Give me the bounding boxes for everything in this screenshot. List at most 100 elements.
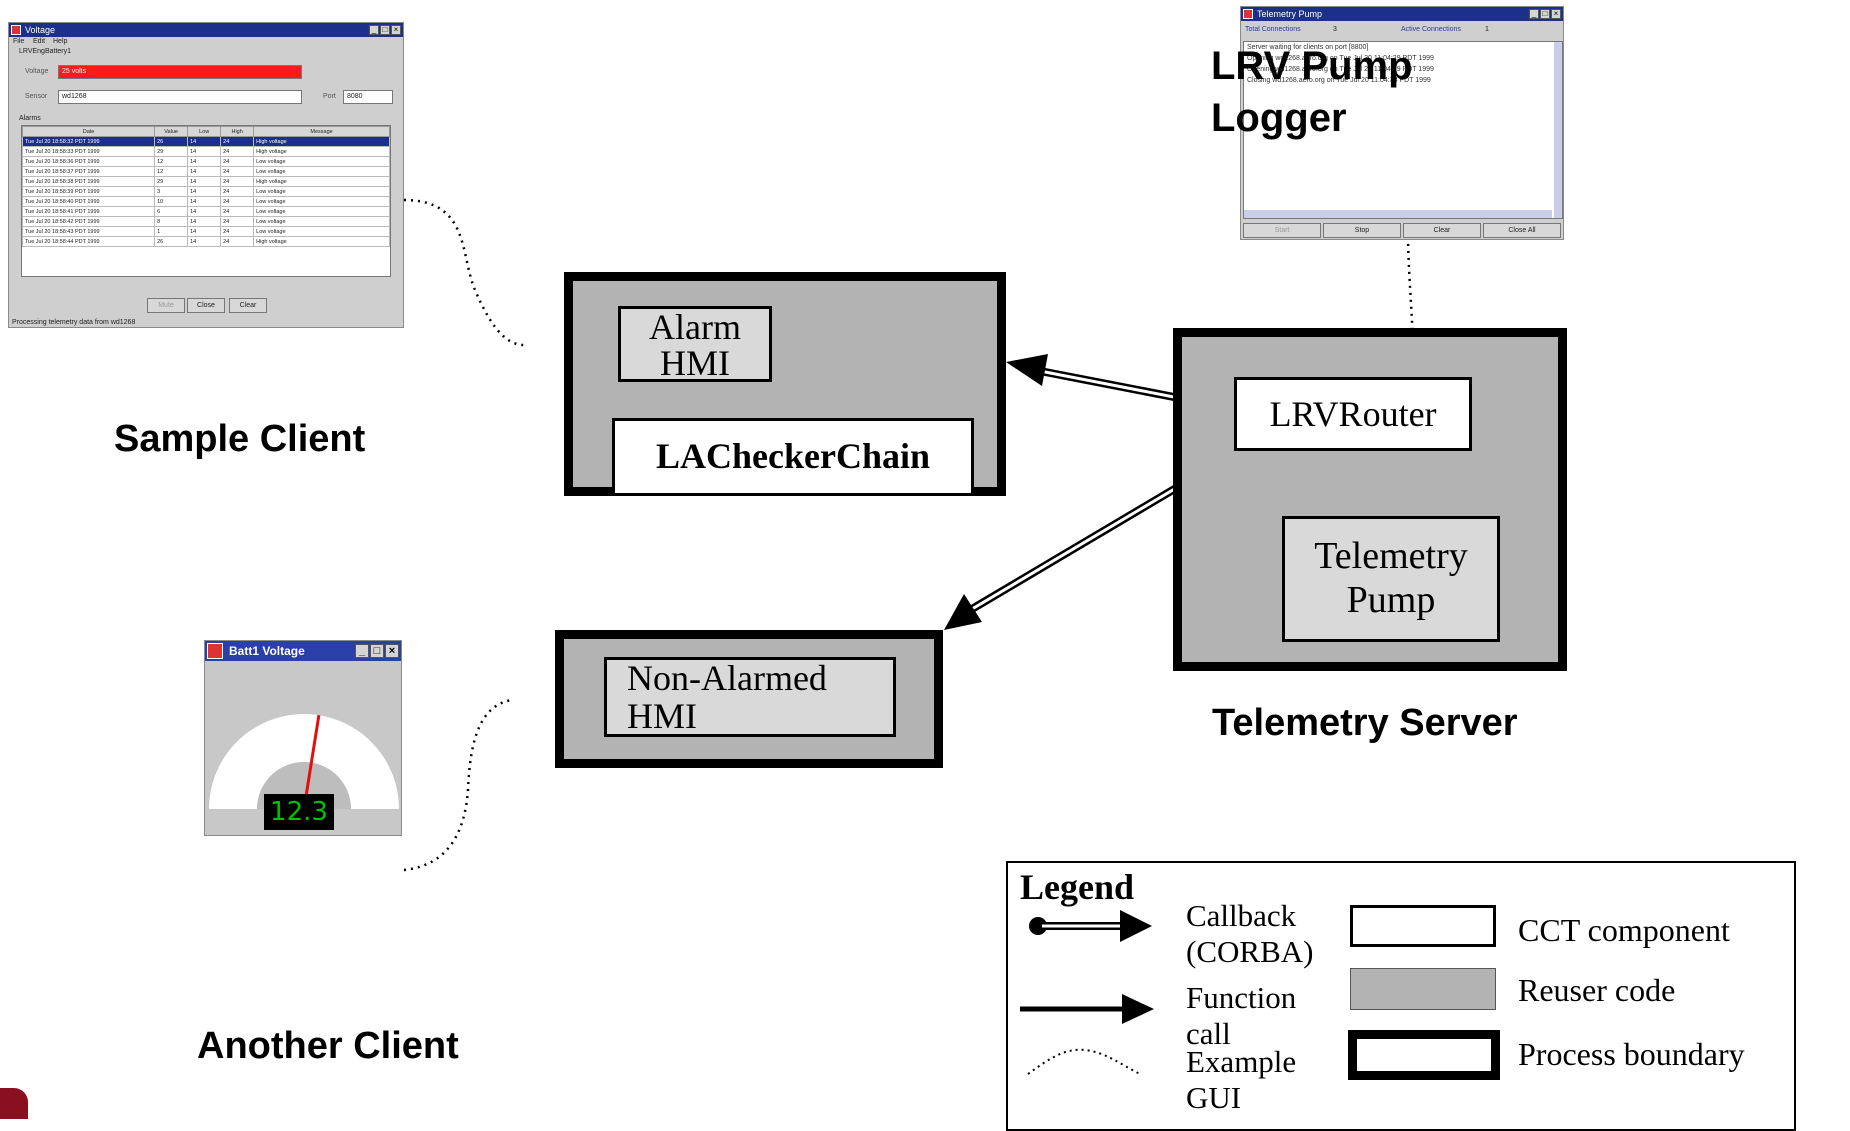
table-cell: 8: [154, 216, 189, 227]
table-cell: 14: [187, 136, 222, 147]
table-cell: Tue Jul 20 18:58:44 PDT 1999: [22, 236, 156, 247]
pump-window-titlebar[interactable]: Telemetry Pump _ □ ×: [1241, 7, 1563, 21]
active-connections-label: Active Connections: [1401, 26, 1461, 33]
example-gui-link: [403, 698, 513, 872]
menu-help[interactable]: Help: [53, 38, 68, 45]
table-cell: 24: [220, 216, 255, 227]
clear-button[interactable]: Clear: [1403, 223, 1481, 238]
alarm-hmi-label-2: HMI: [660, 343, 730, 383]
table-cell: 12: [154, 166, 189, 177]
minimize-icon[interactable]: _: [355, 644, 369, 658]
column-low[interactable]: Low: [187, 126, 222, 137]
example-gui-link: [403, 198, 525, 347]
app-icon: [207, 643, 223, 659]
legend-example-line2: GUI: [1186, 1080, 1242, 1115]
table-cell: 29: [154, 146, 189, 157]
alarm-hmi-component[interactable]: Alarm HMI: [618, 306, 772, 382]
legend-cct-swatch: [1350, 905, 1496, 947]
app-icon: [1243, 9, 1253, 19]
alarms-table[interactable]: Date Value Low High Message Tue Jul 20 1…: [21, 125, 391, 277]
pump-logger-caption-line1: LRV Pump: [1211, 44, 1413, 88]
column-high[interactable]: High: [220, 126, 255, 137]
port-field[interactable]: 8080: [343, 90, 393, 104]
table-cell: 24: [220, 136, 255, 147]
column-value[interactable]: Value: [154, 126, 189, 137]
lachecker-chain-label: LACheckerChain: [655, 436, 930, 476]
stop-button[interactable]: Stop: [1323, 223, 1401, 238]
minimize-icon[interactable]: _: [1529, 9, 1539, 19]
pump-log-area[interactable]: Server waiting for clients on port [8800…: [1243, 41, 1563, 219]
column-date[interactable]: Date: [22, 126, 156, 137]
table-cell: Low voltage: [253, 196, 390, 207]
table-cell: 3: [154, 186, 189, 197]
clear-button[interactable]: Clear: [229, 298, 267, 313]
table-cell: 24: [220, 156, 255, 167]
table-cell: 14: [187, 166, 222, 177]
legend-reuser-label: Reuser code: [1518, 972, 1676, 1008]
table-cell: 24: [220, 146, 255, 157]
table-cell: 6: [154, 206, 189, 217]
table-cell: 24: [220, 196, 255, 207]
total-connections-value: 3: [1333, 26, 1337, 33]
table-cell: High voltage: [253, 136, 390, 147]
close-icon[interactable]: ×: [1551, 9, 1561, 19]
column-message[interactable]: Message: [253, 126, 390, 137]
close-icon[interactable]: ×: [385, 644, 399, 658]
close-icon[interactable]: ×: [391, 25, 401, 35]
legend-function-line2: call: [1186, 1016, 1231, 1051]
sensor-field[interactable]: wd1268: [58, 90, 302, 104]
voltage-window-titlebar[interactable]: Voltage _ □ ×: [9, 23, 403, 37]
alarms-label: Alarms: [19, 115, 41, 122]
maximize-icon[interactable]: □: [370, 644, 384, 658]
non-alarmed-hmi-component[interactable]: Non-Alarmed HMI: [604, 657, 896, 737]
non-alarmed-hmi-label: Non-Alarmed: [627, 658, 827, 698]
close-all-button[interactable]: Close All: [1483, 223, 1561, 238]
lachecker-chain-component[interactable]: LACheckerChain: [612, 418, 974, 496]
table-cell: Low voltage: [253, 156, 390, 167]
table-cell: Low voltage: [253, 226, 390, 237]
table-cell: 24: [220, 236, 255, 247]
vertical-scrollbar[interactable]: [1554, 42, 1562, 218]
horizontal-scrollbar[interactable]: [1244, 210, 1552, 218]
table-cell: Low voltage: [253, 206, 390, 217]
table-cell: 14: [187, 236, 222, 247]
menu-edit[interactable]: Edit: [33, 38, 46, 45]
gauge-needle: [302, 714, 321, 810]
start-button[interactable]: Start: [1243, 223, 1321, 238]
table-cell: 14: [187, 146, 222, 157]
sensor-label: Sensor: [25, 93, 48, 100]
table-cell: 24: [220, 226, 255, 237]
maximize-icon[interactable]: □: [380, 25, 390, 35]
log-line: Opening wd1268.aero.org on Tue Jul 20 11…: [1247, 66, 1434, 73]
non-alarmed-hmi-label-2: HMI: [627, 696, 697, 736]
table-cell: 24: [220, 206, 255, 217]
maximize-icon[interactable]: □: [1540, 9, 1550, 19]
gauge-window-titlebar[interactable]: Batt1 Voltage _ □ ×: [205, 641, 401, 661]
mute-button[interactable]: Mute: [147, 298, 185, 313]
lrv-router-label: LRVRouter: [1269, 394, 1437, 434]
close-button[interactable]: Close: [187, 298, 225, 313]
arrow-head: [944, 594, 982, 630]
table-cell: 14: [187, 176, 222, 187]
telemetry-pump-window: Telemetry Pump _ □ × Total Connections 3…: [1240, 6, 1564, 240]
telemetry-pump-component[interactable]: Telemetry Pump: [1282, 516, 1500, 642]
batt-voltage-window: Batt1 Voltage _ □ × 12.3: [204, 640, 402, 836]
menu-file[interactable]: File: [13, 38, 25, 45]
legend-process-swatch: [1348, 1030, 1500, 1080]
lrv-router-component[interactable]: LRVRouter: [1234, 377, 1472, 451]
voltage-value-field: 25 volts: [58, 65, 302, 79]
table-cell: Tue Jul 20 18:58:33 PDT 1999: [22, 146, 156, 157]
minimize-icon[interactable]: _: [369, 25, 379, 35]
alarm-hmi-label: Alarm: [649, 307, 741, 347]
